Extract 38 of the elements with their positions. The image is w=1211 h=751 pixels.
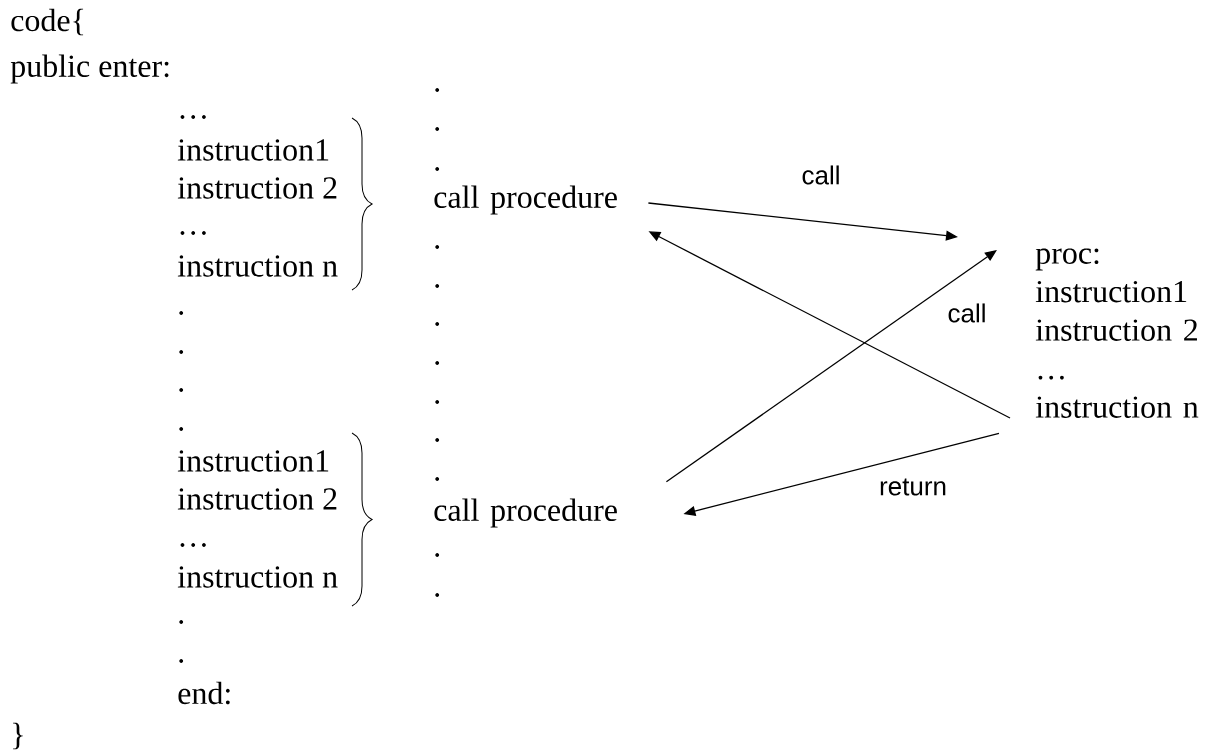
code-text: } xyxy=(13,722,23,750)
code-text: . xyxy=(179,659,184,663)
code-text: . xyxy=(435,477,440,481)
code-text: … xyxy=(180,231,206,235)
edge-label: call xyxy=(946,302,988,324)
code-text: . xyxy=(435,245,440,249)
code-text: … xyxy=(180,115,206,119)
code-text: code{ xyxy=(11,8,84,36)
code-text: . xyxy=(179,427,184,431)
code-text: . xyxy=(435,361,440,365)
call-text: call procedure xyxy=(434,498,617,528)
code-text: . xyxy=(435,400,440,404)
code-text: . xyxy=(435,127,440,131)
code-text: . xyxy=(435,553,440,557)
code-text: . xyxy=(435,438,440,442)
code-text: proc: instruction1 instruction 2 … instruction n xyxy=(1035,248,1199,418)
code-text: . xyxy=(179,388,184,392)
code-text: . xyxy=(435,322,440,326)
code-text: . xyxy=(435,593,440,597)
code-text: instruction n xyxy=(177,255,338,277)
code-text: instruction n xyxy=(177,566,338,588)
code-text: instruction1 xyxy=(177,139,329,161)
arrow xyxy=(665,250,997,483)
call-text: call procedure xyxy=(434,185,617,215)
code-text: . xyxy=(179,350,184,354)
edge-label: call xyxy=(800,164,842,186)
code-text: . xyxy=(435,284,440,288)
code-text: public enter: xyxy=(10,54,169,84)
code-text: . xyxy=(179,311,184,315)
code-text: . xyxy=(435,167,440,171)
code-text: instruction 2 xyxy=(177,177,337,199)
code-text: instruction 2 xyxy=(177,488,337,510)
code-text: instruction1 xyxy=(177,450,329,472)
code-text: . xyxy=(435,88,440,92)
edge-label: return xyxy=(878,477,948,497)
code-text: … xyxy=(180,543,206,547)
code-text: end: xyxy=(178,681,230,705)
code-text: . xyxy=(179,620,184,624)
